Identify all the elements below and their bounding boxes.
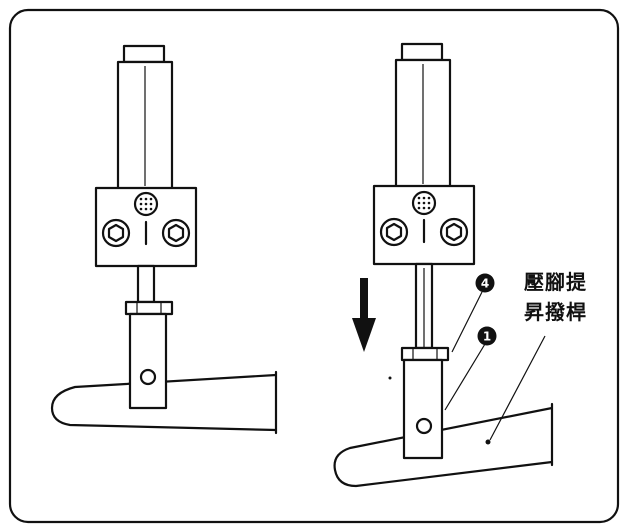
left-bracket-hole [139,368,157,386]
right-nut [400,346,450,362]
svg-text:1: 1 [483,330,491,344]
diagram-frame [8,8,620,524]
right-cap [400,42,444,62]
callout-1-leader [444,343,486,411]
presser-lifter-label-line1: 壓腳提 [524,270,587,294]
label-leader [489,335,546,441]
left-nut [124,300,174,316]
right-bracket [402,358,444,460]
callout-4: 4 [475,273,495,293]
left-bracket [128,312,168,410]
lever-pointer-dot [485,439,491,445]
callout-1: 1 [477,326,497,346]
svg-text:4: 4 [481,277,489,291]
presser-lifter-label-line2: 昇撥桿 [524,300,587,324]
right-bracket-hole [415,417,433,435]
left-cap [122,44,166,64]
left-assembly [50,44,278,435]
left-rod [136,264,156,304]
down-arrow-icon [352,278,376,352]
right-lifter-lever [333,406,553,488]
right-assembly [333,42,554,488]
callout-4-leader [451,291,483,353]
